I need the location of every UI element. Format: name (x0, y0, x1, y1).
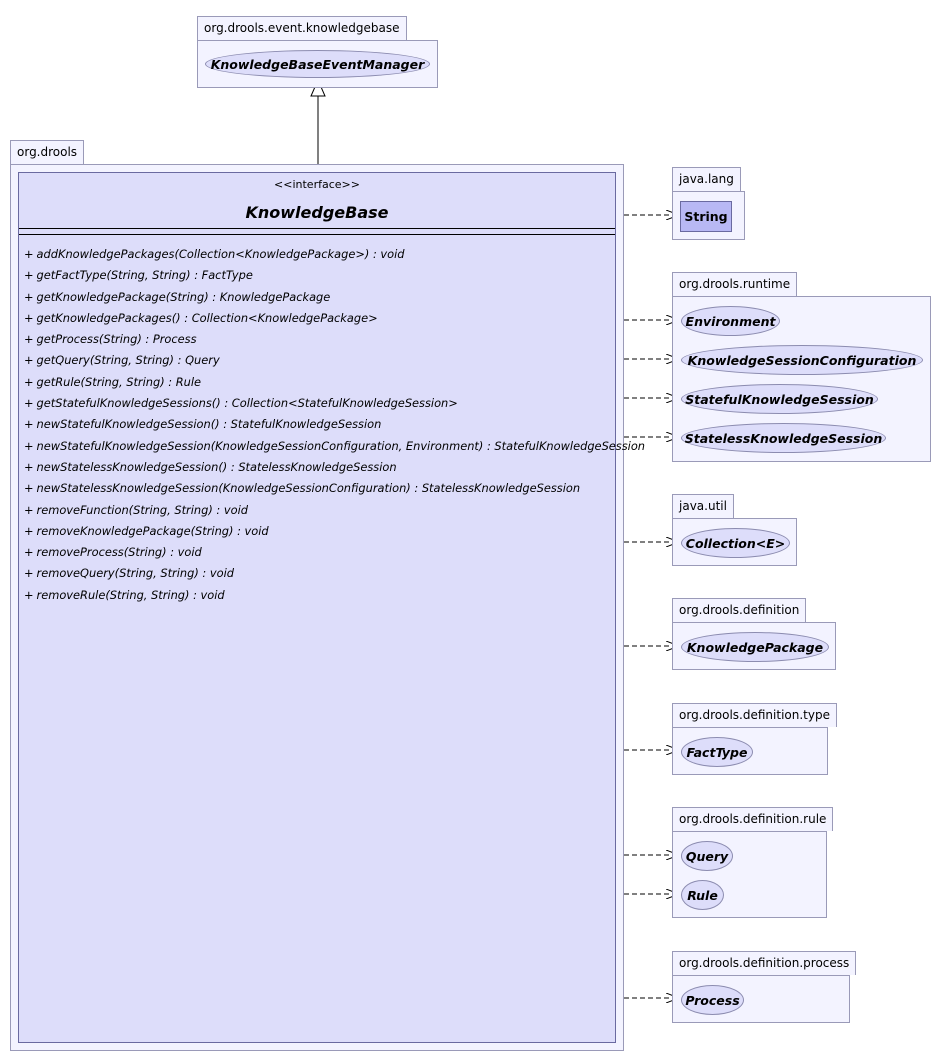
visibility-marker: + (24, 353, 34, 368)
stereotype-label: <<interface>> (274, 178, 360, 191)
method-item: +removeRule(String, String) : void (24, 585, 645, 606)
class-name: Process (685, 992, 740, 1008)
method-signature: getStatefulKnowledgeSessions() : Collect… (36, 396, 458, 411)
package-runtime: Environment KnowledgeSessionConfiguratio… (672, 296, 931, 462)
method-item: +getProcess(String) : Process (24, 329, 645, 350)
visibility-marker: + (24, 587, 34, 602)
method-item: +getStatefulKnowledgeSessions() : Collec… (24, 393, 645, 414)
class-name: Collection<E> (685, 535, 786, 551)
visibility-marker: + (24, 523, 34, 538)
method-item: +getRule(String, String) : Rule (24, 372, 645, 393)
method-list: +addKnowledgePackages(Collection<Knowled… (24, 244, 645, 606)
class-name: Environment (685, 313, 776, 329)
class-rule[interactable]: Rule (681, 880, 724, 910)
method-separator (19, 234, 615, 235)
package-tab-definition-rule: org.drools.definition.rule (672, 807, 834, 831)
method-item: +getKnowledgePackages() : Collection<Kno… (24, 308, 645, 329)
method-item: +newStatefulKnowledgeSession() : Statefu… (24, 414, 645, 435)
method-signature: removeProcess(String) : void (36, 545, 202, 560)
visibility-marker: + (24, 417, 34, 432)
class-query[interactable]: Query (681, 841, 733, 871)
method-item: +removeFunction(String, String) : void (24, 500, 645, 521)
method-item: +getKnowledgePackage(String) : Knowledge… (24, 287, 645, 308)
visibility-marker: + (24, 459, 34, 474)
class-name: FactType (686, 744, 748, 760)
method-signature: getKnowledgePackage(String) : KnowledgeP… (36, 289, 331, 304)
class-name: KnowledgeBaseEventManager (210, 56, 425, 72)
package-event-knowledgebase: KnowledgeBaseEventManager (197, 40, 438, 88)
method-signature: removeQuery(String, String) : void (36, 566, 234, 581)
class-string[interactable]: String (680, 201, 732, 232)
attribute-separator (19, 228, 615, 229)
method-item: +removeQuery(String, String) : void (24, 563, 645, 584)
class-fact-type[interactable]: FactType (681, 737, 753, 767)
method-signature: newStatefulKnowledgeSession() : Stateful… (36, 417, 382, 432)
package-tab-java-lang: java.lang (672, 167, 741, 191)
method-signature: newStatelessKnowledgeSession(KnowledgeSe… (36, 481, 581, 496)
visibility-marker: + (24, 396, 34, 411)
method-signature: newStatelessKnowledgeSession() : Statele… (36, 459, 397, 474)
visibility-marker: + (24, 566, 34, 581)
visibility-marker: + (24, 247, 34, 261)
class-collection[interactable]: Collection<E> (681, 528, 790, 558)
method-signature: getFactType(String, String) : FactType (36, 268, 253, 283)
method-signature: removeRule(String, String) : void (36, 587, 225, 602)
method-signature: addKnowledgePackages(Collection<Knowledg… (36, 247, 405, 261)
method-signature: getProcess(String) : Process (36, 332, 197, 347)
package-java-lang: String (672, 191, 745, 240)
class-stateful-knowledge-session[interactable]: StatefulKnowledgeSession (681, 384, 878, 414)
package-tab-event-knowledgebase: org.drools.event.knowledgebase (197, 16, 407, 40)
class-process[interactable]: Process (681, 985, 744, 1015)
package-definition-rule: Query Rule (672, 831, 827, 918)
class-knowledge-base-event-manager[interactable]: KnowledgeBaseEventManager (205, 50, 430, 78)
class-knowledge-session-configuration[interactable]: KnowledgeSessionConfiguration (681, 345, 923, 375)
package-tab-definition-process: org.drools.definition.process (672, 951, 857, 975)
class-name: StatefulKnowledgeSession (685, 391, 874, 407)
class-knowledge-package[interactable]: KnowledgePackage (681, 632, 829, 662)
method-item: +addKnowledgePackages(Collection<Knowled… (24, 244, 645, 265)
visibility-marker: + (24, 438, 34, 453)
method-signature: getKnowledgePackages() : Collection<Know… (36, 310, 378, 325)
class-name: String (684, 209, 728, 224)
method-signature: getRule(String, String) : Rule (36, 374, 202, 389)
visibility-marker: + (24, 374, 34, 389)
package-tab-java-util: java.util (672, 494, 734, 518)
package-tab-definition: org.drools.definition (672, 598, 807, 622)
visibility-marker: + (24, 332, 34, 347)
visibility-marker: + (24, 289, 34, 304)
class-name: KnowledgeSessionConfiguration (687, 352, 917, 368)
class-environment[interactable]: Environment (681, 306, 780, 336)
method-item: +newStatelessKnowledgeSession() : Statel… (24, 457, 645, 478)
method-item: +getQuery(String, String) : Query (24, 350, 645, 371)
package-tab-runtime: org.drools.runtime (672, 272, 798, 296)
class-stateless-knowledge-session[interactable]: StatelessKnowledgeSession (681, 423, 886, 453)
package-tab-definition-type: org.drools.definition.type (672, 703, 837, 727)
package-definition: KnowledgePackage (672, 622, 836, 670)
class-name: KnowledgeBase (245, 203, 389, 222)
visibility-marker: + (24, 545, 34, 560)
visibility-marker: + (24, 481, 34, 496)
method-item: +getFactType(String, String) : FactType (24, 265, 645, 286)
method-signature: getQuery(String, String) : Query (36, 353, 220, 368)
method-item: +newStatelessKnowledgeSession(KnowledgeS… (24, 478, 645, 499)
class-name: Query (685, 848, 729, 864)
visibility-marker: + (24, 310, 34, 325)
class-name: Rule (687, 887, 718, 903)
class-knowledge-base[interactable]: <<interface>> KnowledgeBase +addKnowledg… (18, 172, 645, 1043)
class-name: StatelessKnowledgeSession (684, 430, 883, 446)
method-item: +removeProcess(String) : void (24, 542, 645, 563)
package-definition-type: FactType (672, 727, 828, 775)
visibility-marker: + (24, 502, 34, 517)
package-java-util: Collection<E> (672, 518, 797, 566)
method-signature: removeFunction(String, String) : void (36, 502, 248, 517)
visibility-marker: + (24, 268, 34, 283)
generalization-edge (310, 78, 326, 172)
package-definition-process: Process (672, 975, 850, 1023)
package-tab-org-drools: org.drools (10, 140, 85, 164)
method-signature: newStatefulKnowledgeSession(KnowledgeSes… (36, 438, 646, 453)
method-item: +removeKnowledgePackage(String) : void (24, 521, 645, 542)
method-item: +newStatefulKnowledgeSession(KnowledgeSe… (24, 436, 645, 457)
method-signature: removeKnowledgePackage(String) : void (36, 523, 269, 538)
class-name: KnowledgePackage (686, 639, 824, 655)
